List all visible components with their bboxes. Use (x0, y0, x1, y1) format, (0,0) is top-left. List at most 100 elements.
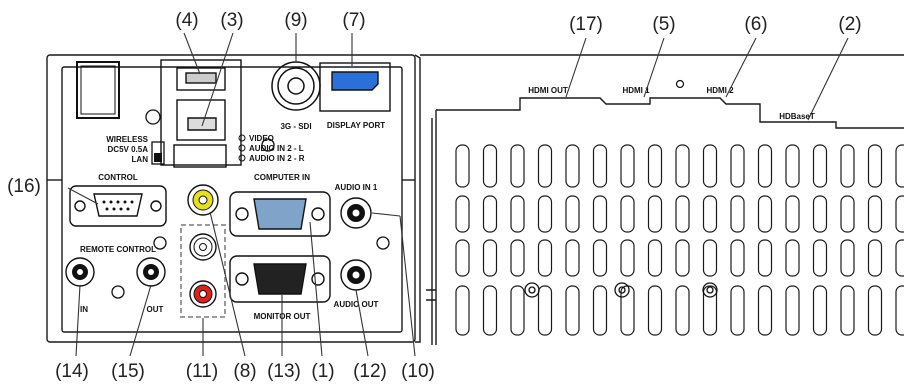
vent-slot (510, 239, 525, 277)
vent-slot (757, 195, 773, 233)
vent-slot (537, 239, 553, 277)
vent-slot (537, 285, 553, 336)
callout-14: (14) (55, 361, 89, 382)
vent-screw-holes (524, 282, 718, 298)
vent-slot (455, 144, 470, 188)
audio-in1-label: AUDIO IN 1 (335, 183, 378, 192)
hdmi1-label: HDMI 1 (622, 86, 650, 95)
vent-slot (895, 239, 904, 277)
vent-slot (840, 285, 855, 336)
wireless-port-inner (80, 65, 116, 115)
monitor-out-port (229, 255, 331, 303)
screw-hole (145, 109, 161, 125)
vent-slot (620, 239, 635, 277)
vent-slot (702, 144, 718, 188)
hdmi2-label: HDMI 2 (706, 86, 734, 95)
remote-out-label: OUT (147, 305, 164, 314)
vent-slot (537, 195, 553, 233)
vent-slot (757, 144, 773, 188)
audio-in1-jack (340, 197, 372, 229)
vent-slot (730, 285, 745, 336)
displayport-connector (319, 62, 391, 112)
vent-slot (785, 239, 800, 277)
audio-r-indicator-dot (238, 154, 246, 162)
audio-out-label: AUDIO OUT (334, 300, 379, 309)
callout-numbers: (4) (3) (9) (7) (17) (5) (6) (2) (16) (1… (7, 10, 862, 382)
vent-slot (675, 239, 690, 277)
vent-slot (895, 285, 904, 336)
control-port (69, 185, 167, 227)
wireless-label: WIRELESS (106, 135, 148, 144)
callout-8: (8) (233, 361, 256, 382)
usb-lan-block (160, 59, 242, 168)
screw-hole (153, 236, 167, 250)
vent-slot (840, 144, 855, 188)
callout-15: (15) (111, 361, 145, 382)
callout-10: (10) (401, 361, 435, 382)
wireless-port-cover (76, 61, 120, 119)
screw-hole (111, 285, 125, 299)
vent-slot (565, 144, 580, 188)
remote-in-label: IN (80, 305, 88, 314)
vent-slot (537, 144, 553, 188)
remote-in-jack (65, 257, 95, 287)
vent-slot (895, 144, 904, 188)
callout-7: (7) (342, 10, 365, 31)
vent-slot (812, 144, 828, 188)
audio-in2-l-label: AUDIO IN 2 - L (249, 144, 304, 153)
video-jack (187, 184, 219, 216)
vent-slot (730, 195, 745, 233)
vent-slot (510, 285, 525, 336)
vent-slot (867, 285, 883, 336)
vent-slot (647, 239, 663, 277)
vent-slot (565, 285, 580, 336)
callout-12: (12) (353, 361, 387, 382)
vent-slot (812, 285, 828, 336)
vent-slot (702, 239, 718, 277)
vent-slot (510, 144, 525, 188)
sdi-label: 3G - SDI (280, 122, 311, 131)
vent-slot (620, 195, 635, 233)
audio-in2-l-jack (189, 233, 217, 261)
vent-slot (482, 144, 498, 188)
switch-knob (154, 153, 162, 162)
vent-slot (455, 285, 470, 336)
vent-slot (730, 144, 745, 188)
hdbaset-label: HDBaseT (779, 112, 815, 121)
vent-slot (895, 195, 904, 233)
callout-17: (17) (569, 14, 603, 35)
hdmi-out-label: HDMI OUT (528, 86, 568, 95)
callout-1: (1) (311, 361, 334, 382)
displayport-label: DISPLAY PORT (327, 121, 385, 130)
callout-4: (4) (175, 10, 198, 31)
left-terminal-panel (46, 54, 421, 343)
callout-16: (16) (7, 176, 41, 197)
audio-in2-r-jack (189, 280, 217, 308)
vent-slot (675, 285, 690, 336)
vent-slot (867, 195, 883, 233)
vent-slot (510, 195, 525, 233)
wireless-lan-switch[interactable] (151, 141, 165, 165)
vent-slot (785, 144, 800, 188)
control-port-pins (102, 200, 134, 211)
callout-3: (3) (220, 10, 243, 31)
vent-slot (592, 285, 608, 336)
hdmi-status-hole (675, 79, 685, 89)
vent-slot (840, 195, 855, 233)
callout-2: (2) (838, 14, 861, 35)
computer-in-port (229, 191, 331, 237)
ventilation-grille (455, 144, 904, 336)
vent-slot (757, 285, 773, 336)
callout-9: (9) (284, 10, 307, 31)
vent-slot (647, 195, 663, 233)
callout-11: (11) (186, 361, 218, 382)
vent-slot (455, 239, 470, 277)
vent-slot (620, 144, 635, 188)
vent-slot (675, 144, 690, 188)
vent-slot (812, 239, 828, 277)
vent-slot (455, 195, 470, 233)
vent-slot (757, 239, 773, 277)
remote-out-jack (136, 257, 166, 287)
